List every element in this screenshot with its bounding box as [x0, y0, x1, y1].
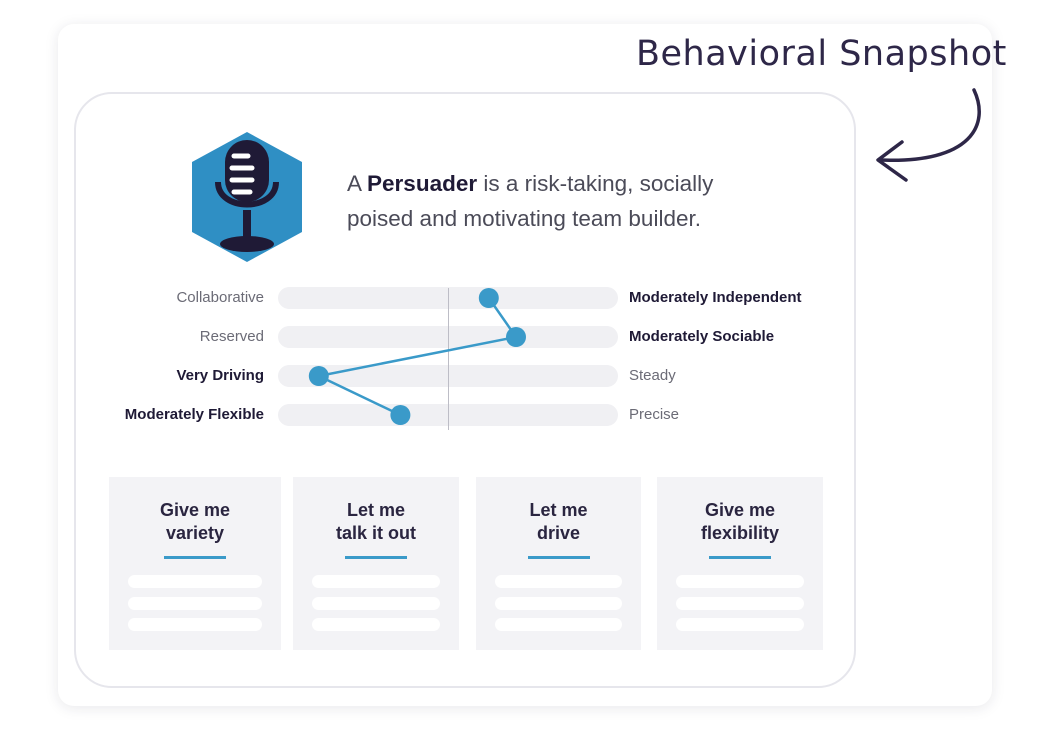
card-accent-rule	[709, 556, 771, 559]
annotation-label: Behavioral Snapshot	[636, 34, 1007, 74]
card-placeholder-line	[495, 597, 622, 610]
card-placeholder-line	[312, 575, 440, 588]
headline-line1-rest: is a risk-taking, socially	[477, 171, 714, 196]
scale-connector-line	[314, 297, 519, 417]
scale-right-label: Moderately Independent	[629, 289, 802, 306]
preference-card: Give me variety	[109, 477, 281, 650]
preference-card: Let me talk it out	[293, 477, 459, 650]
preference-card: Give me flexibility	[657, 477, 823, 650]
scale-marker	[308, 366, 329, 386]
card-title: Let me drive	[476, 499, 641, 545]
headline-line2: poised and motivating team builder.	[347, 206, 701, 231]
scale-left-label: Collaborative	[176, 289, 264, 306]
scale-right-label: Precise	[629, 406, 680, 423]
card-title-line1: Let me	[346, 500, 406, 520]
card-placeholder-line	[676, 597, 804, 610]
card-accent-rule	[527, 556, 590, 559]
scale-marker	[390, 405, 411, 425]
card-title-line1: Let me	[529, 500, 588, 520]
card-placeholder-line	[128, 618, 262, 631]
card-placeholder-line	[312, 618, 440, 631]
card-accent-rule	[164, 556, 226, 559]
card-placeholder-line	[676, 618, 804, 631]
scale-right-label: Steady	[629, 367, 676, 384]
card-placeholder-line	[128, 597, 262, 610]
persona-description: A Persuader is a risk-taking, socially po…	[347, 166, 787, 236]
scale-row: Collaborative Moderately Independent	[0, 286, 1046, 310]
scale-marker	[478, 288, 499, 308]
card-placeholder-line	[676, 575, 804, 588]
headline-prefix: A	[347, 171, 368, 196]
scale-right-label: Moderately Sociable	[629, 328, 775, 345]
card-accent-rule	[345, 556, 407, 559]
preference-card: Let me drive	[476, 477, 641, 650]
card-title: Let me talk it out	[293, 499, 459, 545]
card-title-line1: Give me	[704, 500, 776, 520]
card-title-line2: talk it out	[336, 523, 416, 543]
card-title-line2: flexibility	[700, 523, 780, 543]
scale-left-label: Moderately Flexible	[124, 406, 264, 423]
card-title-line1: Give me	[159, 500, 231, 520]
scale-center-line	[448, 288, 449, 430]
card-placeholder-line	[495, 618, 622, 631]
card-title: Give me flexibility	[657, 499, 823, 545]
persona-type-name: Persuader	[367, 171, 478, 196]
card-title: Give me variety	[109, 499, 281, 545]
card-placeholder-line	[128, 575, 262, 588]
scale-marker	[506, 327, 526, 347]
microphone-icon	[192, 132, 302, 262]
scale-left-label: Reserved	[199, 328, 264, 345]
card-title-line2: variety	[165, 523, 225, 543]
curved-arrow-icon	[876, 88, 981, 182]
card-title-line2: drive	[536, 523, 581, 543]
scale-left-label: Very Driving	[176, 367, 264, 384]
card-placeholder-line	[312, 597, 440, 610]
card-placeholder-line	[495, 575, 622, 588]
